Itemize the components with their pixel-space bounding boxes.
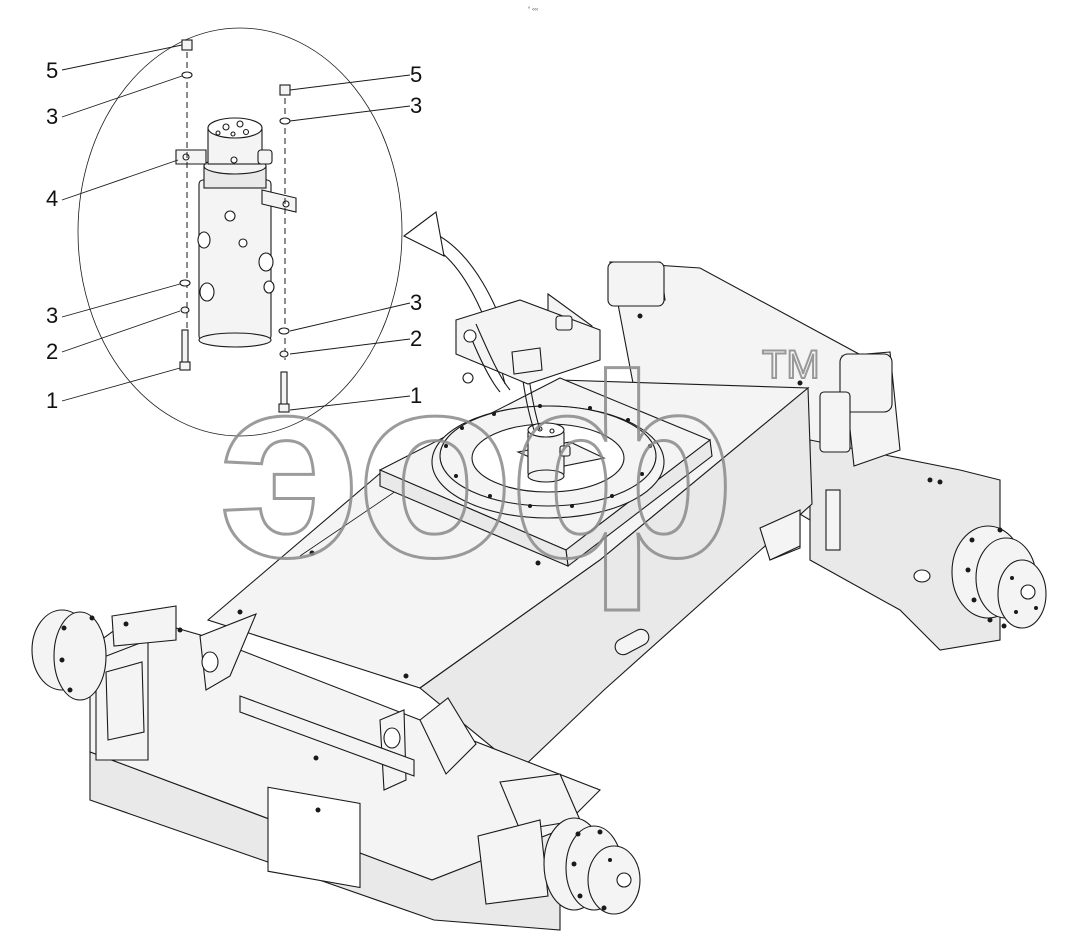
callout-spring-washer: 2 xyxy=(46,339,58,364)
chassis-assembly xyxy=(31,261,1047,931)
callout-swivel-joint: 4 xyxy=(46,186,58,211)
watermark: эоф TM xyxy=(217,321,821,615)
pump-mount xyxy=(455,299,601,393)
callout-washer: 3 xyxy=(410,290,422,315)
front-axle-beam xyxy=(31,605,641,931)
bolt-left xyxy=(181,329,189,365)
callout-bolt: 1 xyxy=(410,383,422,408)
left-fastener-stack xyxy=(179,39,193,371)
washer-right-bottom xyxy=(278,327,290,335)
detail-view: 5 3 4 3 2 1 5 3 3 2 1 xyxy=(46,27,422,437)
front-cover-plate xyxy=(267,786,361,889)
callout-bolt: 1 xyxy=(46,388,58,413)
leader-lines xyxy=(61,44,411,411)
washer-left-bottom xyxy=(179,279,191,287)
callouts-left: 5 3 4 3 2 1 xyxy=(46,58,58,413)
callout-nut: 5 xyxy=(46,58,58,83)
nut-left xyxy=(181,39,193,51)
swivel-joint xyxy=(175,117,297,348)
callouts-right: 5 3 3 2 1 xyxy=(410,62,422,408)
watermark-trademark: TM xyxy=(762,343,820,387)
washer-right-top xyxy=(279,117,291,125)
callout-spring-washer: 2 xyxy=(410,326,422,351)
callout-washer: 3 xyxy=(46,303,58,328)
slewing-ring xyxy=(431,335,665,519)
callout-washer: 3 xyxy=(410,93,422,118)
header-mark: ° ‹‹‹ xyxy=(528,7,538,13)
washer-left-top xyxy=(181,71,193,79)
callout-nut: 5 xyxy=(410,62,422,87)
spring-washer-right xyxy=(279,350,289,358)
callout-washer: 3 xyxy=(46,104,58,129)
watermark-text: эоф xyxy=(218,322,730,613)
detail-circle xyxy=(77,27,403,437)
spring-washer-left xyxy=(180,306,190,314)
hub-front-right xyxy=(587,845,641,915)
nut-right xyxy=(279,84,291,96)
right-fastener-stack xyxy=(278,84,291,413)
